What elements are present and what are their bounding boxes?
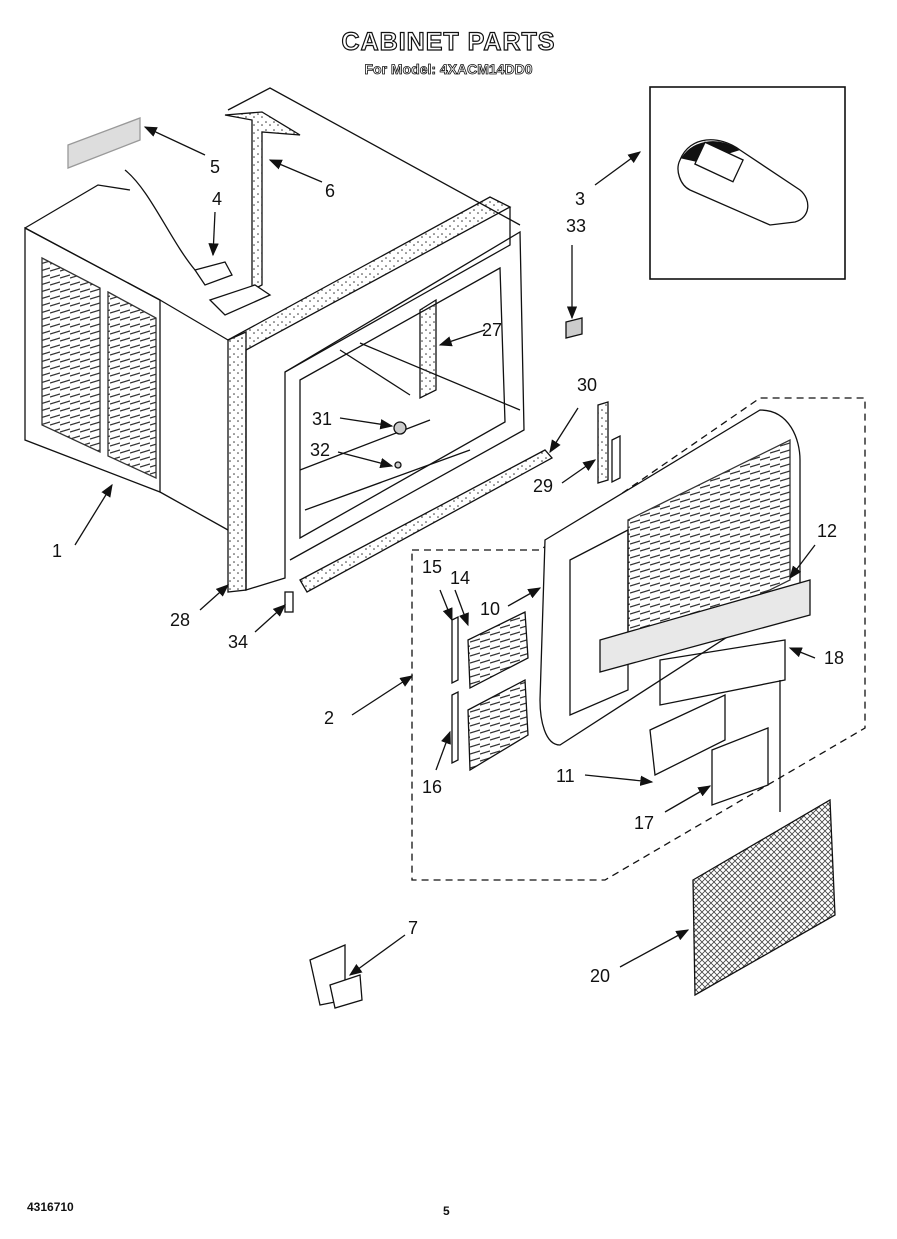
callout-20: 20 xyxy=(590,966,610,986)
callout-11: 11 xyxy=(556,766,575,786)
callout-28: 28 xyxy=(170,610,190,630)
callout-16: 16 xyxy=(422,777,442,797)
callout-14: 14 xyxy=(450,568,470,588)
callout-7: 7 xyxy=(408,918,418,938)
remote-box xyxy=(649,86,846,280)
bracket-6 xyxy=(224,111,301,292)
page-title: CABINET PARTS xyxy=(341,27,556,56)
callout-34: 34 xyxy=(228,632,248,652)
page-number: 5 xyxy=(443,1204,450,1218)
louver-14 xyxy=(467,610,529,690)
filter-18 xyxy=(659,639,786,706)
callout-6: 6 xyxy=(325,181,335,201)
model-subtitle: For Model: 4XACM14DD0 xyxy=(364,61,533,78)
callout-12: 12 xyxy=(817,521,837,541)
gasket-28 xyxy=(227,330,247,593)
callout-33: 33 xyxy=(566,216,586,236)
callout-30: 30 xyxy=(577,375,597,395)
louver-16 xyxy=(467,678,529,772)
callout-18: 18 xyxy=(824,648,844,668)
thermistor-4 xyxy=(193,261,233,286)
label-5 xyxy=(67,117,141,169)
document-number: 4316710 xyxy=(27,1200,74,1214)
cabinet-part xyxy=(24,87,521,531)
filter-20 xyxy=(692,798,836,997)
callout-1: 1 xyxy=(52,541,62,561)
part-34 xyxy=(284,591,294,613)
callout-29: 29 xyxy=(533,476,553,496)
callout-17: 17 xyxy=(634,813,654,833)
callout-4: 4 xyxy=(212,189,222,209)
part-32 xyxy=(394,461,402,469)
callout-5: 5 xyxy=(210,157,220,177)
screw-33 xyxy=(565,317,583,339)
foam-27 xyxy=(419,298,437,400)
callout-15: 15 xyxy=(422,557,442,577)
callout-10: 10 xyxy=(480,599,500,619)
strip-29 xyxy=(597,401,609,484)
strip-30 xyxy=(299,449,554,593)
callout-31: 31 xyxy=(312,409,332,429)
part-31 xyxy=(393,421,407,435)
callout-32: 32 xyxy=(310,440,330,460)
callout-27: 27 xyxy=(482,320,502,340)
panel-12 xyxy=(599,579,811,673)
door-11 xyxy=(649,693,726,776)
callout-2: 2 xyxy=(324,708,334,728)
callout-3: 3 xyxy=(575,189,585,209)
part-17 xyxy=(711,727,769,806)
